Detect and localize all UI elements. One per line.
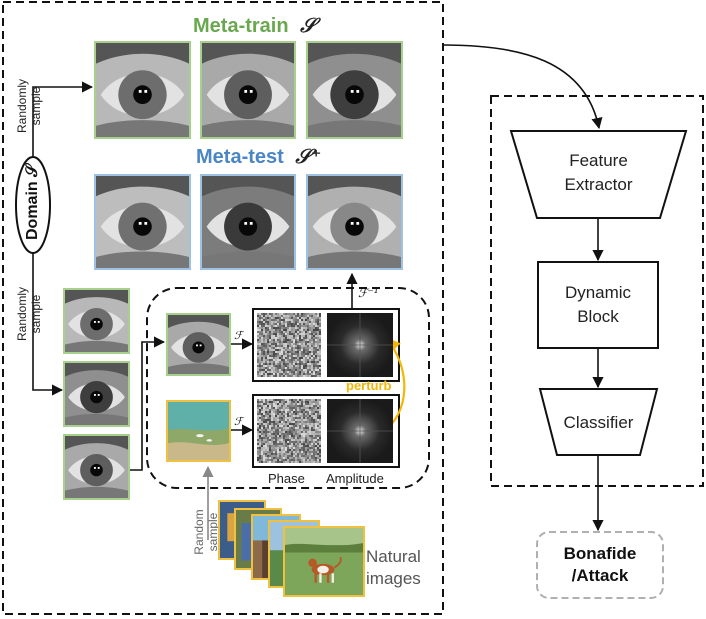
meta-test-eye-1	[94, 174, 191, 270]
fourier-panel-frame	[146, 287, 430, 489]
output-box-shape	[536, 531, 664, 599]
amplitude-spectrum-bottom	[327, 399, 393, 463]
sample-eye-3	[63, 434, 130, 500]
dynamic-block-shape	[537, 261, 659, 349]
fourier-input-natural-image	[166, 400, 231, 462]
connector-to-network	[442, 44, 603, 130]
meta-train-eye-2	[200, 41, 296, 139]
arrow-domain-to-meta-train	[32, 81, 94, 157]
meta-train-eye-3	[306, 41, 403, 139]
classifier-label: Classifier	[563, 413, 634, 432]
fourier-label-bottom: ℱ	[234, 415, 243, 428]
natural-images-label: Natural images	[366, 547, 421, 588]
perturb-label: perturb	[346, 378, 392, 393]
dynamic-block-label: Dynamic Block	[564, 283, 632, 326]
feature-extractor-label: Feature Extractor	[564, 151, 633, 194]
meta-train-eye-1	[94, 41, 191, 139]
arrow-eye-to-fourier	[130, 336, 166, 471]
phase-label: Phase	[268, 471, 305, 486]
meta-test-title: Meta-test 𝒮⁺	[196, 144, 322, 168]
meta-test-eye-3	[306, 174, 403, 270]
arrow-domain-to-samples	[32, 253, 64, 396]
sample-eye-2	[63, 361, 130, 427]
amplitude-label: Amplitude	[326, 471, 384, 486]
right-panel-frame	[490, 95, 704, 487]
meta-test-eye-2	[200, 174, 296, 270]
natural-image-dog	[283, 526, 365, 597]
domain-label: Domain 𝒮	[24, 164, 41, 240]
output-label: Bonafide /Attack	[563, 544, 637, 585]
fourier-input-eye	[166, 313, 231, 376]
inverse-fourier-label: ℱ⁻¹	[358, 286, 379, 300]
random-sample-natural-label: Random sample	[192, 509, 220, 555]
randomly-sample-mid-label: Randomly sample	[15, 286, 43, 342]
phase-spectrum-bottom	[257, 399, 321, 463]
feature-extractor-shape	[509, 130, 688, 219]
phase-spectrum-top	[257, 313, 321, 377]
fourier-label-top: ℱ	[234, 329, 243, 342]
sample-eye-1	[63, 288, 130, 354]
amplitude-spectrum-top	[327, 313, 393, 377]
meta-train-title: Meta-train 𝒮	[193, 13, 316, 37]
randomly-sample-top-label: Randomly sample	[15, 78, 43, 134]
classifier-shape	[538, 388, 659, 456]
left-panel-frame	[2, 1, 444, 615]
